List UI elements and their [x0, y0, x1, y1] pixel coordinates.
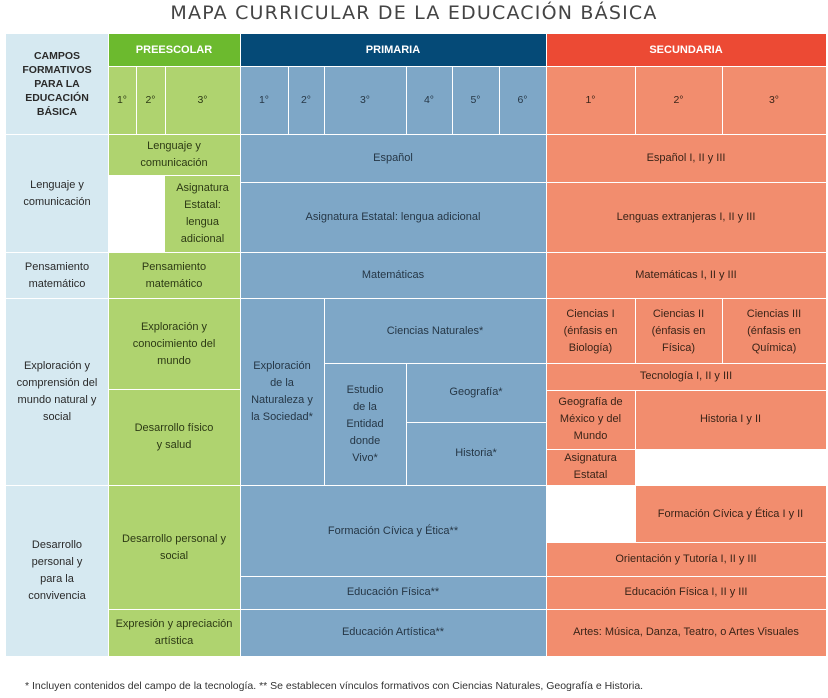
secundaria-lenguas-extranjeras: Lenguas extranjeras I, II y III	[546, 182, 826, 252]
campo-pensamiento: Pensamiento matemático	[6, 253, 108, 298]
secundaria-orientacion: Orientación y Tutoría I, II y III	[546, 542, 826, 576]
preescolar-desarrollo-personal: Desarrollo personal y social	[108, 486, 240, 609]
secundaria-header: SECUNDARIA	[546, 34, 826, 66]
page-title: MAPA CURRICULAR DE LA EDUCACIÓN BÁSICA	[170, 2, 658, 24]
primaria-ciencias-naturales: Ciencias Naturales*	[324, 299, 546, 363]
grid-line	[6, 485, 826, 486]
primaria-historia: Historia*	[406, 422, 546, 485]
primaria-grade-6: 6°	[499, 66, 546, 134]
preescolar-grade-2: 2°	[136, 66, 165, 134]
grid-line	[108, 389, 240, 390]
grid-line	[165, 66, 166, 134]
grid-line	[635, 66, 636, 134]
secundaria-grade-1: 1°	[546, 66, 635, 134]
preescolar-pensamiento: Pensamiento matemático	[108, 253, 240, 298]
preescolar-asignatura-estatal: Asignatura Estatal: lengua adicional	[165, 175, 240, 252]
footnote: * Incluyen contenidos del campo de la te…	[25, 680, 644, 692]
grid-line	[240, 576, 826, 577]
grid-line	[324, 299, 325, 485]
grid-line	[6, 134, 826, 135]
grid-line	[635, 299, 636, 363]
primaria-educacion-artistica: Educación Artística**	[240, 609, 546, 656]
campo-lenguaje: Lenguaje y comunicación	[6, 135, 108, 252]
grid-line	[240, 182, 826, 183]
grid-line	[635, 486, 636, 542]
primaria-espanol: Español	[240, 135, 546, 182]
grid-line	[136, 66, 137, 134]
campo-desarrollo: Desarrollo personal y para la convivenci…	[6, 486, 108, 656]
grid-line	[6, 252, 826, 253]
grid-line	[108, 34, 109, 656]
grid-line	[288, 66, 289, 134]
secundaria-asignatura-estatal: Asignatura Estatal	[546, 449, 635, 485]
secundaria-educacion-fisica: Educación Física I, II y III	[546, 576, 826, 609]
grid-line	[108, 609, 826, 610]
primaria-matematicas: Matemáticas	[240, 253, 546, 298]
secundaria-ciencias-2: Ciencias II (énfasis en Física)	[635, 299, 722, 363]
grid-line	[546, 542, 826, 543]
grid-line	[108, 66, 826, 67]
primaria-formacion-civica: Formación Cívica y Ética**	[240, 486, 546, 576]
grid-line	[499, 66, 500, 134]
primaria-estudio-entidad: Estudio de la Entidad donde Vivo*	[324, 363, 406, 485]
secundaria-empty-1	[635, 449, 826, 485]
grid-line	[546, 34, 547, 656]
secundaria-tecnologia: Tecnología I, II y III	[546, 363, 826, 390]
secundaria-espanol: Español I, II y III	[546, 135, 826, 182]
primaria-grade-5: 5°	[452, 66, 499, 134]
preescolar-exploracion: Exploración y conocimiento del mundo	[108, 299, 240, 389]
secundaria-grade-2: 2°	[635, 66, 722, 134]
grid-line	[546, 390, 826, 391]
preescolar-empty	[108, 175, 165, 252]
secundaria-empty-2	[546, 486, 635, 542]
preescolar-lenguaje: Lenguaje y comunicación	[108, 135, 240, 175]
preescolar-desarrollo-fisico: Desarrollo físico y salud	[108, 389, 240, 485]
grid-line	[722, 299, 723, 363]
primaria-grade-3: 3°	[324, 66, 406, 134]
preescolar-grade-1: 1°	[108, 66, 136, 134]
campo-exploracion: Exploración y comprensión del mundo natu…	[6, 299, 108, 485]
grid-line	[108, 175, 240, 176]
grid-line	[406, 422, 546, 423]
secundaria-grade-3: 3°	[722, 66, 826, 134]
preescolar-grade-3: 3°	[165, 66, 240, 134]
primaria-grade-2: 2°	[288, 66, 324, 134]
secundaria-ciencias-3: Ciencias III (énfasis en Química)	[722, 299, 826, 363]
campos-header: CAMPOS FORMATIVOS PARA LA EDUCACIÓN BÁSI…	[6, 34, 108, 134]
grid-line	[240, 34, 241, 656]
grid-line	[406, 66, 407, 134]
grid-line	[635, 390, 636, 485]
primaria-grade-1: 1°	[240, 66, 288, 134]
grid-line	[406, 363, 407, 485]
secundaria-ciencias-1: Ciencias I (énfasis en Biología)	[546, 299, 635, 363]
grid-line	[452, 66, 453, 134]
preescolar-expresion: Expresión y apreciación artística	[108, 609, 240, 656]
primaria-educacion-fisica: Educación Física**	[240, 576, 546, 609]
primaria-geografia: Geografía*	[406, 363, 546, 422]
primaria-exploracion-naturaleza: Exploración de la Naturaleza y la Socied…	[240, 299, 324, 485]
primaria-asignatura-estatal: Asignatura Estatal: lengua adicional	[240, 182, 546, 252]
secundaria-historia: Historia I y II	[635, 390, 826, 449]
grid-line	[546, 449, 635, 450]
secundaria-geografia: Geografía de México y del Mundo	[546, 390, 635, 449]
secundaria-artes: Artes: Música, Danza, Teatro, o Artes Vi…	[546, 609, 826, 656]
primaria-grade-4: 4°	[406, 66, 452, 134]
grid-line	[324, 363, 826, 364]
grid-line	[324, 66, 325, 134]
secundaria-matematicas: Matemáticas I, II y III	[546, 253, 826, 298]
preescolar-header: PREESCOLAR	[108, 34, 240, 66]
secundaria-formacion-civica: Formación Cívica y Ética I y II	[635, 486, 826, 542]
grid-line	[6, 298, 826, 299]
grid-line	[722, 66, 723, 134]
primaria-header: PRIMARIA	[240, 34, 546, 66]
